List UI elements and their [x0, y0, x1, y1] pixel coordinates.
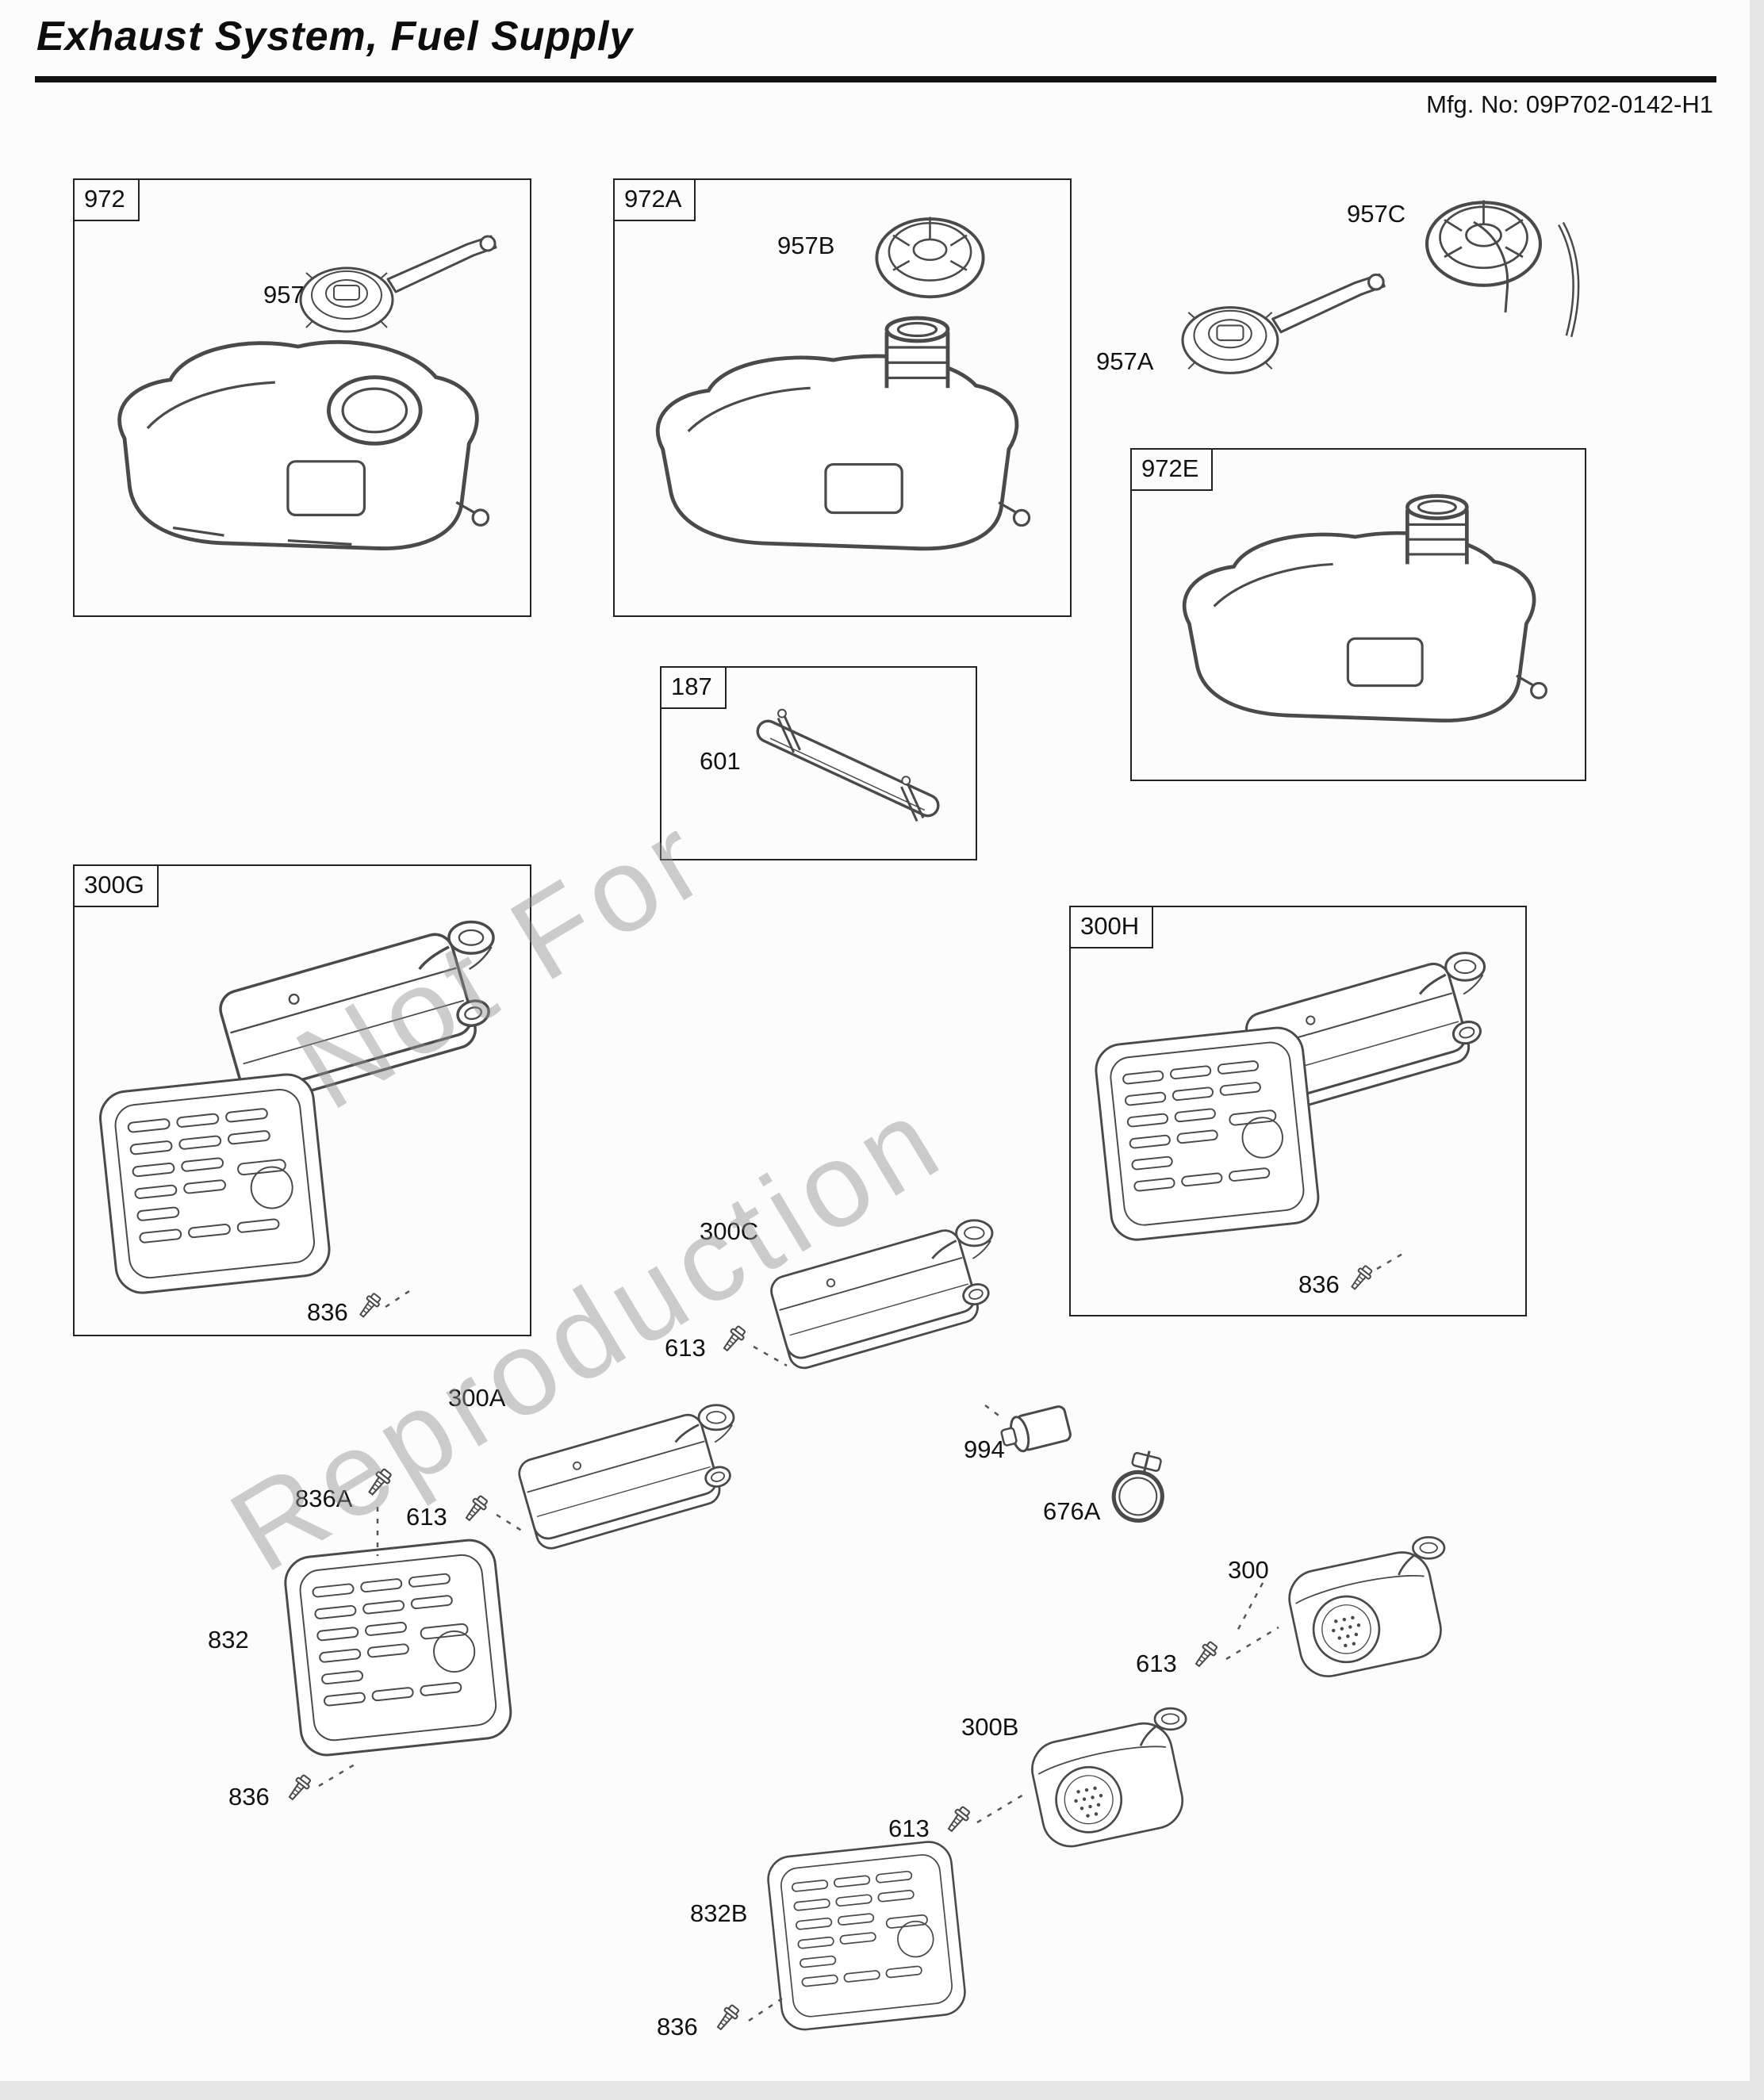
callout-832B: 832B	[690, 1899, 748, 1927]
section-label-972E: 972E	[1130, 448, 1214, 491]
section-label-300H: 300H	[1069, 906, 1154, 948]
fuel-cap-icon	[875, 215, 985, 299]
fuel-cap-gauge-icon	[1181, 273, 1386, 374]
mfg-number: Mfg. No: 09P702-0142-H1	[1426, 90, 1713, 118]
callout-836-300G: 836	[307, 1298, 348, 1326]
section-box-300H: 300H 836	[1069, 906, 1527, 1316]
callout-676A: 676A	[1043, 1497, 1101, 1525]
muffler-guard-icon	[96, 1071, 333, 1297]
screw-icon	[1191, 1638, 1221, 1670]
callout-613-300C: 613	[665, 1334, 706, 1362]
section-label-300G: 300G	[73, 864, 159, 907]
header-rule	[35, 76, 1716, 82]
section-label-187: 187	[660, 666, 727, 709]
section-box-972A: 972A 957B	[613, 178, 1072, 617]
callout-300B: 300B	[961, 1713, 1019, 1741]
callout-957C: 957C	[1347, 200, 1406, 228]
spark-arrestor-icon	[997, 1404, 1073, 1457]
muffler-icon	[766, 1219, 996, 1373]
section-box-187: 187 601	[660, 666, 977, 860]
section-box-972E: 972E	[1130, 448, 1586, 781]
round-muffler-icon	[1283, 1535, 1448, 1683]
page-title: Exhaust System, Fuel Supply	[36, 13, 634, 59]
callout-836-300H: 836	[1298, 1270, 1340, 1298]
callout-957: 957	[263, 281, 305, 308]
callout-957B: 957B	[777, 232, 835, 259]
callout-994: 994	[964, 1435, 1005, 1463]
screw-icon	[364, 1466, 395, 1499]
round-muffler-icon	[1026, 1707, 1189, 1853]
callout-613-300: 613	[1136, 1650, 1177, 1677]
section-box-300G: 300G 836	[73, 864, 531, 1336]
fuel-tank-icon	[94, 311, 507, 604]
screw-icon	[355, 1290, 384, 1321]
callout-613-300A: 613	[406, 1503, 447, 1531]
muffler-guard-icon	[1092, 1024, 1322, 1244]
callout-300C: 300C	[700, 1217, 759, 1245]
callout-300: 300	[1228, 1556, 1269, 1584]
callout-836-832B: 836	[657, 2013, 698, 2041]
section-label-972: 972	[73, 178, 140, 221]
callout-836-832: 836	[228, 1783, 270, 1811]
clamp-icon	[1101, 1445, 1179, 1534]
screw-icon	[712, 2002, 742, 2033]
fuel-line-icon	[733, 685, 967, 848]
callout-601: 601	[700, 747, 741, 775]
callout-836A: 836A	[295, 1485, 353, 1512]
screw-icon	[1347, 1263, 1375, 1293]
callout-613-300B: 613	[888, 1815, 930, 1842]
callout-832: 832	[208, 1626, 249, 1654]
section-label-972A: 972A	[613, 178, 696, 221]
callout-957A: 957A	[1096, 347, 1154, 375]
fuel-tank-neck-icon	[632, 299, 1045, 604]
muffler-guard-icon	[282, 1536, 515, 1759]
section-box-972: 972 957	[73, 178, 531, 617]
fuel-tank-neck-icon	[1146, 477, 1574, 775]
callout-300A: 300A	[448, 1384, 506, 1412]
screw-icon	[284, 1772, 314, 1803]
muffler-guard-icon	[765, 1838, 968, 2033]
cap-tether-icon	[1467, 216, 1594, 351]
screw-icon	[719, 1323, 749, 1355]
